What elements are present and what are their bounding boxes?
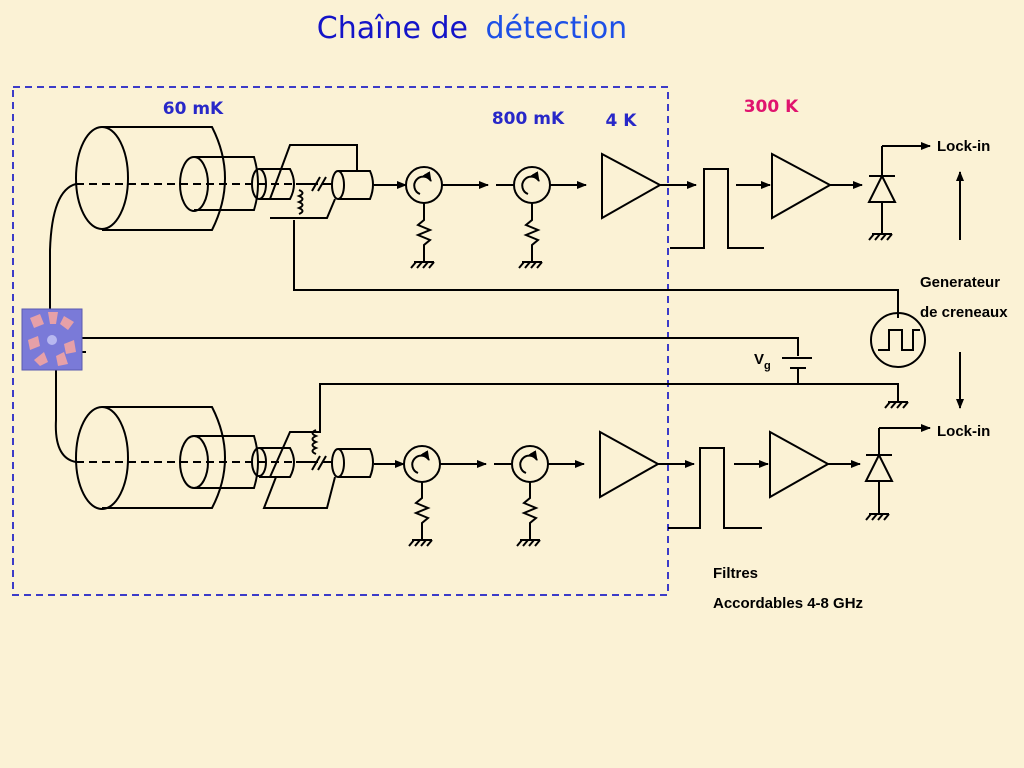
temp-label-800mk: 800 mK [492, 109, 565, 129]
top-chain [75, 126, 931, 318]
generator-label-line2: de creneaux [920, 304, 1008, 321]
bottom-inductor [311, 429, 319, 455]
temp-label-4k: 4 K [606, 111, 638, 131]
bottom-chain [75, 383, 931, 547]
generator-label-line1: Generateur [920, 274, 1000, 291]
gate-voltage-source [782, 357, 812, 383]
temp-label-300k: 300 K [744, 97, 799, 117]
top-circulator-1 [405, 166, 443, 269]
bottom-bias-tee [262, 383, 899, 509]
lockin-label-bottom: Lock-in [937, 423, 990, 440]
bottom-amplifier-300k [769, 430, 831, 499]
title-part-2: détection [486, 11, 628, 46]
filters-label-line1: Filtres [713, 565, 758, 582]
title-part-1: Chaîne de [317, 11, 468, 46]
bottom-amplifier-4k [599, 430, 661, 499]
page-title: Chaîne de détection [317, 11, 627, 46]
top-detector-diode [867, 142, 931, 241]
square-wave-generator [870, 312, 926, 409]
top-cable-cylinder [75, 126, 330, 231]
top-bias-tee [269, 144, 899, 318]
cryostat-boundary [12, 86, 669, 596]
sample-chip [21, 308, 83, 371]
bottom-circulator-2 [511, 445, 549, 547]
bottom-tunable-filter [668, 447, 762, 529]
temp-label-60mk: 60 mK [163, 99, 224, 119]
top-inductor [296, 189, 304, 215]
bottom-circulator-1 [403, 445, 441, 547]
lockin-label-top: Lock-in [937, 138, 990, 155]
top-circulator-2 [513, 166, 551, 269]
top-tunable-filter [670, 168, 764, 249]
vg-label: Vg [754, 351, 771, 372]
bottom-detector-diode [864, 424, 931, 521]
top-amplifier-4k [601, 152, 663, 220]
filters-label-line2: Accordables 4-8 GHz [713, 595, 863, 612]
bottom-cable-cylinder [75, 406, 330, 510]
top-amplifier-300k [771, 152, 833, 220]
